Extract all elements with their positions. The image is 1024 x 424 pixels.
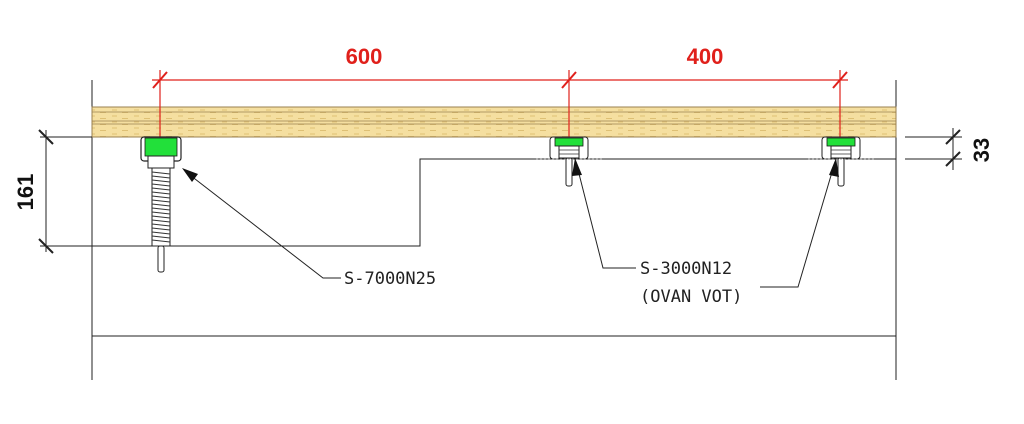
dimension-400-label: 400 — [687, 44, 724, 69]
anchor-small-middle-pin — [565, 157, 573, 187]
anchor-small-right-green-cap — [826, 137, 856, 147]
label-ovan-vot: (OVAN VOT) — [640, 287, 742, 307]
label-s3000n12: S-3000N12 — [640, 259, 732, 279]
dimension-161-label: 161 — [13, 174, 38, 211]
anchor-large-green-cap — [144, 137, 178, 157]
wood-board — [91, 106, 897, 138]
tick-mark-33-top — [945, 129, 961, 145]
tick-mark-1 — [152, 71, 168, 89]
anchor-small-right — [808, 136, 876, 187]
tick-mark-2 — [561, 71, 577, 89]
dimension-600-label: 600 — [346, 44, 383, 69]
anchor-large-threaded-rod — [151, 167, 171, 247]
leader-small-middle-arrowhead — [572, 158, 582, 176]
horizontal-dimension — [152, 70, 848, 137]
tick-mark-161-bottom — [38, 238, 54, 254]
anchor-small-right-pin — [837, 157, 845, 187]
anchor-large-threads — [151, 171, 171, 243]
anchor-large — [140, 136, 182, 273]
leader-lines — [182, 158, 839, 288]
leader-small-right-arrowhead — [829, 158, 839, 177]
left-vertical-dimension — [38, 129, 92, 254]
tick-mark-33-bottom — [945, 151, 961, 167]
tick-mark-161-top — [38, 129, 54, 145]
anchor-small-middle-green-cap — [554, 137, 584, 147]
dimension-33-label: 33 — [969, 138, 994, 162]
ceiling-step-line — [92, 158, 896, 247]
anchor-small-middle — [536, 136, 604, 187]
leader-large — [185, 171, 341, 279]
anchor-small-right-nut — [830, 145, 852, 159]
leader-small-right — [760, 161, 836, 288]
tick-mark-3 — [832, 71, 848, 89]
anchor-small-middle-nut — [558, 145, 580, 159]
right-vertical-dimension — [905, 128, 962, 170]
leader-large-arrowhead — [182, 168, 198, 182]
anchor-large-pin — [157, 245, 165, 273]
anchor-large-nut — [147, 155, 175, 169]
label-s7000n25: S-7000N25 — [344, 269, 436, 289]
leader-small-middle — [575, 161, 636, 269]
